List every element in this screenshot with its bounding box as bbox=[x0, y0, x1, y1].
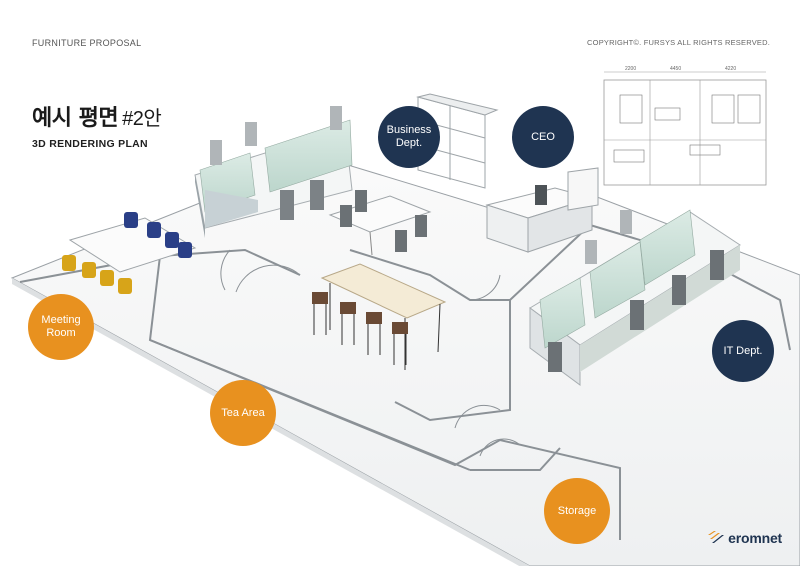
dimension-1: 2200 bbox=[625, 66, 636, 72]
floorplan-inset: 2200 4450 4220 bbox=[603, 66, 767, 186]
page-title-main: 예시 평면 bbox=[32, 106, 119, 131]
zone-label-business: Business Dept. bbox=[386, 124, 432, 149]
brand-logo: eromnet bbox=[708, 530, 782, 546]
ceo-desk bbox=[485, 167, 599, 253]
stripes-icon bbox=[708, 531, 725, 543]
title-block: 예시 평면#2안 3D RENDERING PLAN bbox=[32, 100, 162, 150]
dimension-2: 4450 bbox=[670, 66, 681, 72]
copyright-label: COPYRIGHT©. FURSYS ALL RIGHTS RESERVED. bbox=[587, 38, 770, 47]
zone-badge-storage: Storage bbox=[544, 478, 610, 544]
header-label: FURNITURE PROPOSAL bbox=[32, 38, 142, 48]
tea-bar-table bbox=[312, 263, 447, 370]
dimension-3: 4220 bbox=[725, 66, 736, 72]
page-title-suffix: #2안 bbox=[122, 108, 162, 130]
zone-label-ceo: CEO bbox=[531, 130, 555, 143]
zone-badge-tea: Tea Area bbox=[210, 380, 276, 446]
zone-label-tea: Tea Area bbox=[221, 406, 265, 419]
page-subtitle: 3D RENDERING PLAN bbox=[32, 138, 148, 150]
round-table bbox=[328, 190, 432, 256]
zone-badge-meeting: Meeting Room bbox=[28, 294, 94, 360]
logo-text: eromnet bbox=[728, 530, 782, 546]
zone-badge-ceo: CEO bbox=[512, 106, 574, 168]
zone-badge-business: Business Dept. bbox=[378, 106, 440, 168]
it-workstations bbox=[529, 209, 741, 386]
zone-label-meeting: Meeting Room bbox=[41, 314, 81, 339]
business-workstations bbox=[194, 106, 353, 238]
zone-label-storage: Storage bbox=[557, 504, 597, 517]
zone-badge-it: IT Dept. bbox=[712, 320, 774, 382]
page-title: 예시 평면#2안 bbox=[32, 100, 162, 132]
meeting-table bbox=[62, 212, 197, 294]
zone-label-it: IT Dept. bbox=[723, 344, 763, 357]
